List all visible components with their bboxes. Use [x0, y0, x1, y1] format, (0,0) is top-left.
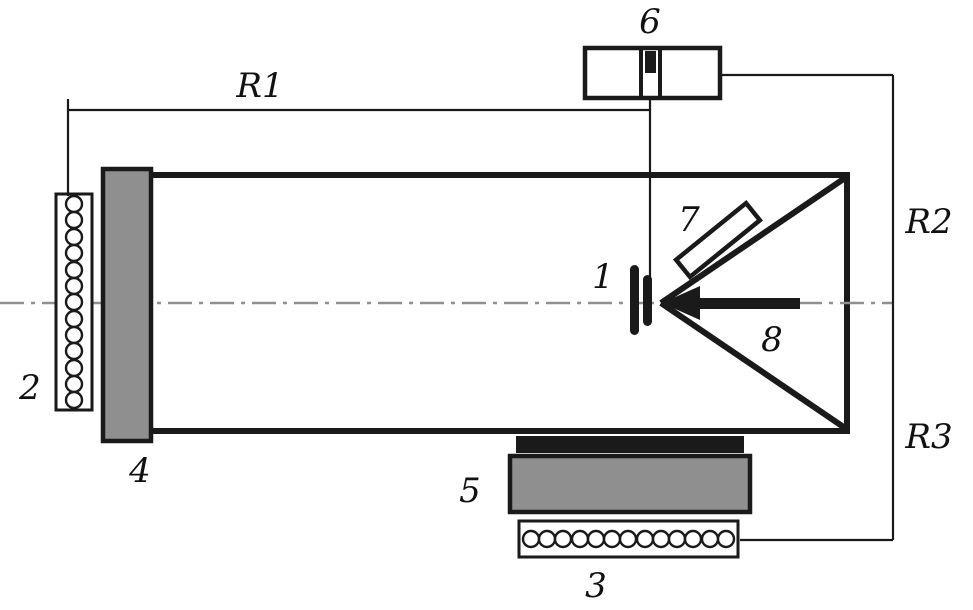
- coil-turn: [716, 529, 736, 549]
- cone-line-upper: [659, 175, 847, 306]
- cone-line-lower: [659, 300, 847, 431]
- bottom-dark-bar: [516, 436, 744, 453]
- coil-turn: [64, 390, 84, 410]
- coil-turn: [586, 529, 606, 549]
- coil-turn: [64, 309, 84, 329]
- label-r2: R2: [904, 202, 952, 242]
- label-5: 5: [459, 471, 481, 511]
- window-7-plate: [672, 199, 764, 281]
- coil-turn: [64, 374, 84, 394]
- coil-turn: [64, 325, 84, 345]
- coil-turn: [64, 276, 84, 296]
- coil-turn: [602, 529, 622, 549]
- label-7: 7: [678, 200, 700, 240]
- label-4: 4: [128, 451, 151, 491]
- coil-turn: [64, 358, 84, 378]
- coil-turn: [537, 529, 557, 549]
- label-3: 3: [585, 566, 607, 606]
- coil-turn: [64, 260, 84, 280]
- detector-6: [582, 45, 723, 101]
- label-8: 8: [761, 320, 783, 360]
- plate-4: [100, 166, 154, 444]
- coil-2: [54, 192, 94, 412]
- beam-arrow-head: [662, 286, 700, 320]
- coil-turn: [667, 529, 687, 549]
- coil-turn: [553, 529, 573, 549]
- label-2: 2: [18, 368, 41, 408]
- coil-turn: [521, 529, 541, 549]
- window-7: [672, 199, 764, 281]
- coil-turn: [64, 243, 84, 263]
- beam-arrow-8: [662, 286, 800, 320]
- coil-3: [517, 519, 740, 559]
- sample-bar-left: [630, 265, 639, 335]
- label-6: 6: [639, 2, 661, 42]
- coil-turn: [64, 227, 84, 247]
- sample-bar-right: [643, 275, 652, 326]
- coil-turn: [618, 529, 638, 549]
- label-r3: R3: [904, 417, 952, 457]
- coil-turn: [700, 529, 720, 549]
- coil-turn: [64, 210, 84, 230]
- beam-arrow-shaft: [692, 298, 800, 309]
- dimension-lines: [66, 73, 895, 542]
- plate-5: [507, 453, 753, 515]
- coil-turn: [651, 529, 671, 549]
- coil-turn: [635, 529, 655, 549]
- coil-turn: [64, 194, 84, 214]
- coil-turn: [683, 529, 703, 549]
- sample-1: [630, 265, 652, 335]
- coil-turn: [64, 341, 84, 361]
- label-1: 1: [592, 257, 614, 297]
- coil-turn: [570, 529, 590, 549]
- detector-6-rod: [645, 51, 656, 73]
- coil-turn: [64, 292, 84, 312]
- label-r1: R1: [235, 66, 283, 106]
